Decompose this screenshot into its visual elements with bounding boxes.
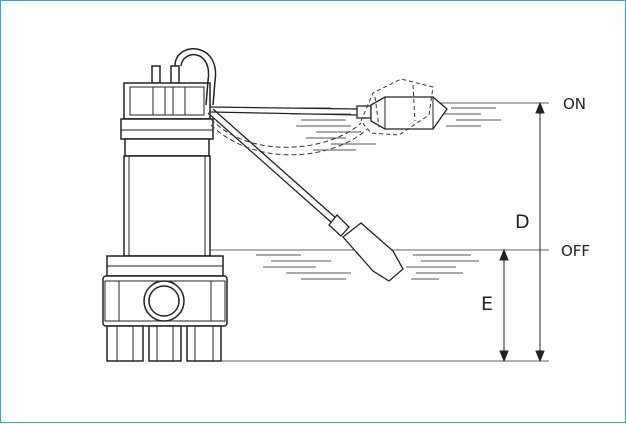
pump-outlet (148, 285, 180, 317)
water-level-lines (211, 102, 549, 362)
pump-foot-1 (106, 325, 144, 362)
float-on-dashed (360, 78, 434, 136)
dimension-lines (499, 101, 545, 363)
lower-water-hatching (256, 254, 479, 280)
power-cable (174, 48, 217, 106)
dimension-d-label: D (515, 211, 530, 233)
pump (102, 65, 228, 362)
float-cable-off (207, 108, 338, 224)
float-cable-dashed (210, 118, 368, 156)
float-off (328, 214, 404, 282)
off-label: OFF (561, 242, 590, 260)
pump-motor-housing (123, 155, 211, 257)
pump-foot-2 (148, 325, 182, 362)
pump-top-nipple (170, 65, 180, 84)
float-cable-on (209, 106, 360, 116)
dimension-e-label: E (481, 293, 493, 315)
pump-top-stud (151, 65, 161, 84)
float-on (356, 96, 448, 130)
on-label: ON (563, 95, 586, 113)
pump-motor-head (123, 82, 211, 120)
pump-foot-3 (186, 325, 222, 362)
pump-upper-collar (120, 118, 214, 140)
